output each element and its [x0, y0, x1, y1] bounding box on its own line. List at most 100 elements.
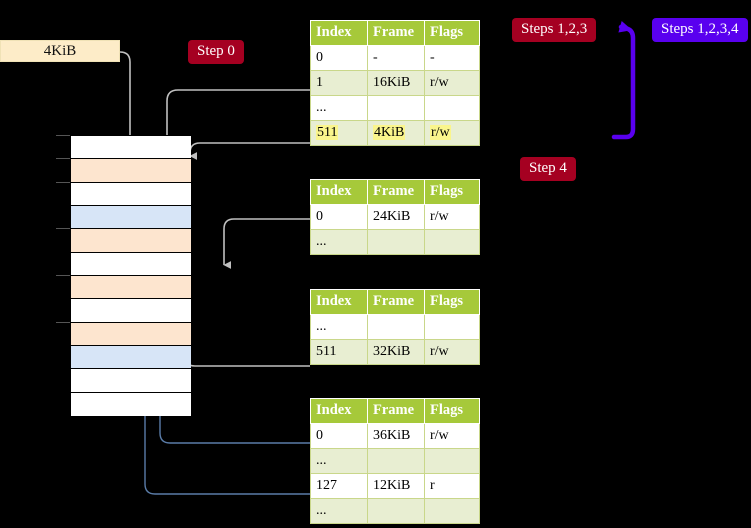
memory-size-text: 4KiB	[43, 43, 77, 59]
table-cell-index: 511	[310, 339, 368, 365]
column-header-flags: Flags	[424, 20, 480, 46]
memory-frame-row	[71, 276, 191, 300]
table-cell-index: ...	[310, 314, 368, 340]
table-cell-index: 127	[310, 473, 368, 499]
table-cell-flags	[424, 448, 480, 474]
column-header-index: Index	[310, 179, 368, 205]
column-header-index: Index	[310, 20, 368, 46]
wire-pt-row127	[136, 214, 310, 495]
highlighted-value: r/w	[430, 125, 451, 140]
table-cell-index: 1	[310, 70, 368, 96]
table-row: ...	[310, 498, 480, 524]
badge-step4: Step 4	[520, 157, 576, 181]
column-header-flags: Flags	[424, 179, 480, 205]
memory-frame-row	[71, 322, 191, 346]
memory-grid-tick	[56, 181, 70, 183]
table-cell-flags	[424, 95, 480, 121]
table-cell-frame: 16KiB	[367, 70, 425, 96]
memory-grid-tick	[56, 135, 70, 136]
table-cell-flags	[424, 314, 480, 340]
memory-frame-row	[71, 159, 191, 183]
table-cell-flags: r/w	[424, 120, 480, 146]
memory-grid-tick	[56, 228, 70, 230]
table-cell-flags: r/w	[424, 339, 480, 365]
table-cell-index: ...	[310, 498, 368, 524]
table-cell-index: 0	[310, 45, 368, 71]
table-cell-flags	[424, 229, 480, 255]
table-row: ...	[310, 448, 480, 474]
table-cell-frame: 32KiB	[367, 339, 425, 365]
table-cell-index: 0	[310, 204, 368, 230]
table-cell-flags: r/w	[424, 204, 480, 230]
table-cell-flags: r/w	[424, 423, 480, 449]
memory-frame-row	[71, 182, 191, 206]
table-cell-index: ...	[310, 229, 368, 255]
memory-grid-tick	[56, 321, 70, 323]
table-cell-frame: 36KiB	[367, 423, 425, 449]
wire-steps-bracket	[611, 20, 636, 140]
wire-pdpt-row0	[223, 218, 310, 269]
badge-step0: Step 0	[188, 40, 244, 64]
table-cell-frame: -	[367, 45, 425, 71]
memory-frame-row	[71, 369, 191, 393]
table-row: ...	[310, 314, 480, 340]
table-cell-frame	[367, 95, 425, 121]
table-cell-index: 0	[310, 423, 368, 449]
badge-steps123: Steps 1,2,3	[512, 18, 597, 42]
table-row: ...	[310, 229, 480, 255]
memory-grid-tick	[56, 275, 70, 276]
memory-frame-row	[71, 299, 191, 323]
table-cell-index: ...	[310, 95, 368, 121]
table-cell-frame	[367, 314, 425, 340]
wire-pt-row0	[151, 334, 310, 444]
table-row: ...	[310, 95, 480, 121]
table-cell-frame	[367, 229, 425, 255]
memory-frame-row	[71, 346, 191, 370]
memory-grid-tick	[56, 158, 70, 160]
highlighted-value: 511	[316, 125, 339, 140]
memory-frame-row	[71, 206, 191, 230]
column-header-flags: Flags	[424, 289, 480, 315]
badge-steps1234: Steps 1,2,3,4	[652, 18, 748, 42]
table-row: 0--	[310, 45, 480, 71]
highlighted-value: 4KiB	[373, 125, 406, 140]
table-row: 511 4KiB r/w	[310, 120, 480, 146]
table-cell-flags: r	[424, 473, 480, 499]
wire-pml4-row1	[166, 89, 310, 262]
table-cell-flags: -	[424, 45, 480, 71]
memory-frame-row	[71, 136, 191, 160]
memory-frame-row	[71, 252, 191, 276]
table-cell-frame: 24KiB	[367, 204, 425, 230]
table-cell-index: ...	[310, 448, 368, 474]
column-header-index: Index	[310, 289, 368, 315]
memory-frame-row	[71, 392, 191, 416]
memory-size-label: 4KiB	[0, 40, 120, 62]
column-header-flags: Flags	[424, 398, 480, 424]
column-header-frame: Frame	[367, 289, 425, 315]
table-cell-frame: 4KiB	[367, 120, 425, 146]
column-header-frame: Frame	[367, 20, 425, 46]
table-cell-frame: 12KiB	[367, 473, 425, 499]
table-cell-frame	[367, 498, 425, 524]
memory-frame-row	[71, 229, 191, 253]
table-cell-index: 511	[310, 120, 368, 146]
table-cell-flags	[424, 498, 480, 524]
table-cell-frame	[367, 448, 425, 474]
wire-pd-row511	[178, 314, 310, 367]
column-header-frame: Frame	[367, 398, 425, 424]
column-header-index: Index	[310, 398, 368, 424]
wire-pml4-row511	[189, 142, 310, 160]
physical-memory-grid	[70, 135, 191, 416]
wire-4kib-to-mem	[119, 51, 137, 160]
column-header-frame: Frame	[367, 179, 425, 205]
